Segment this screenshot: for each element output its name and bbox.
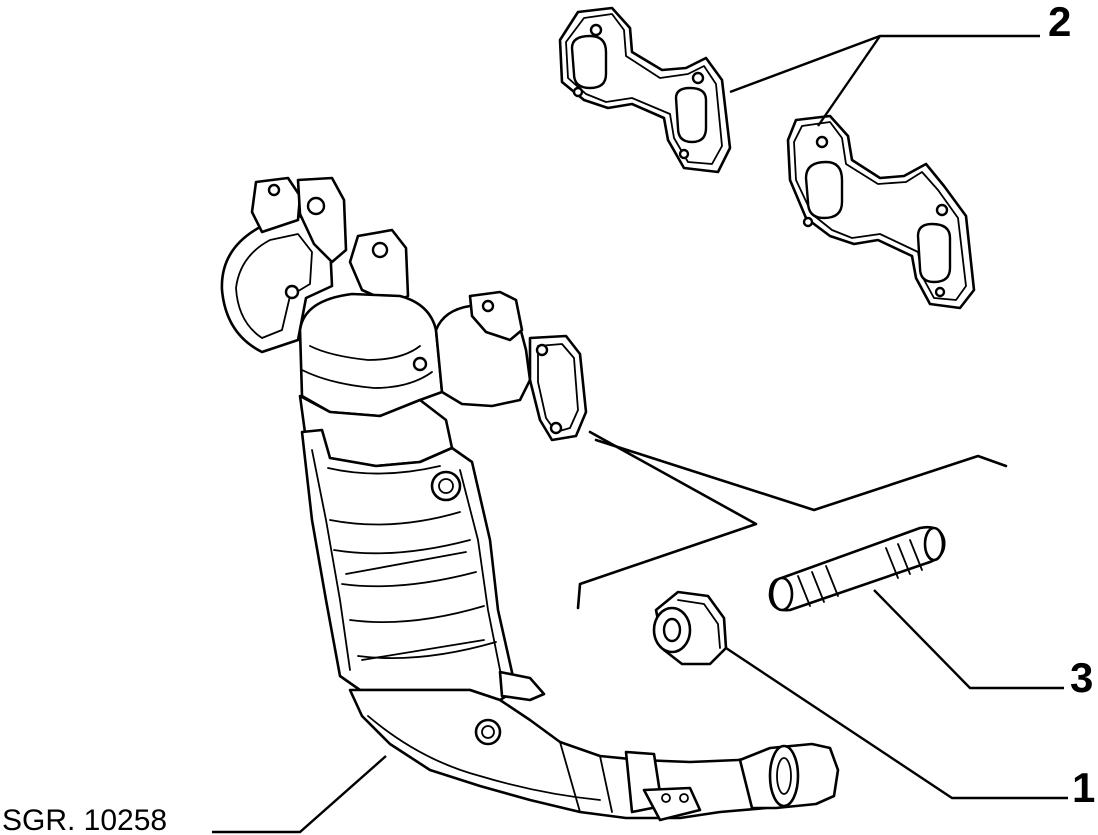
gasket-upper xyxy=(558,6,732,174)
leader-lines xyxy=(212,34,1068,834)
exhaust-manifold-catalyst xyxy=(220,176,840,822)
nut xyxy=(652,590,728,666)
assembly-hint-lines xyxy=(576,430,1008,610)
reference-code-label: SGR. 10258 xyxy=(2,804,167,835)
callout-number-3: 3 xyxy=(1070,654,1093,701)
callout-number-1: 1 xyxy=(1072,764,1095,811)
callout-number-2: 2 xyxy=(1048,0,1071,45)
stud xyxy=(768,525,946,612)
gasket-lower xyxy=(786,114,976,310)
